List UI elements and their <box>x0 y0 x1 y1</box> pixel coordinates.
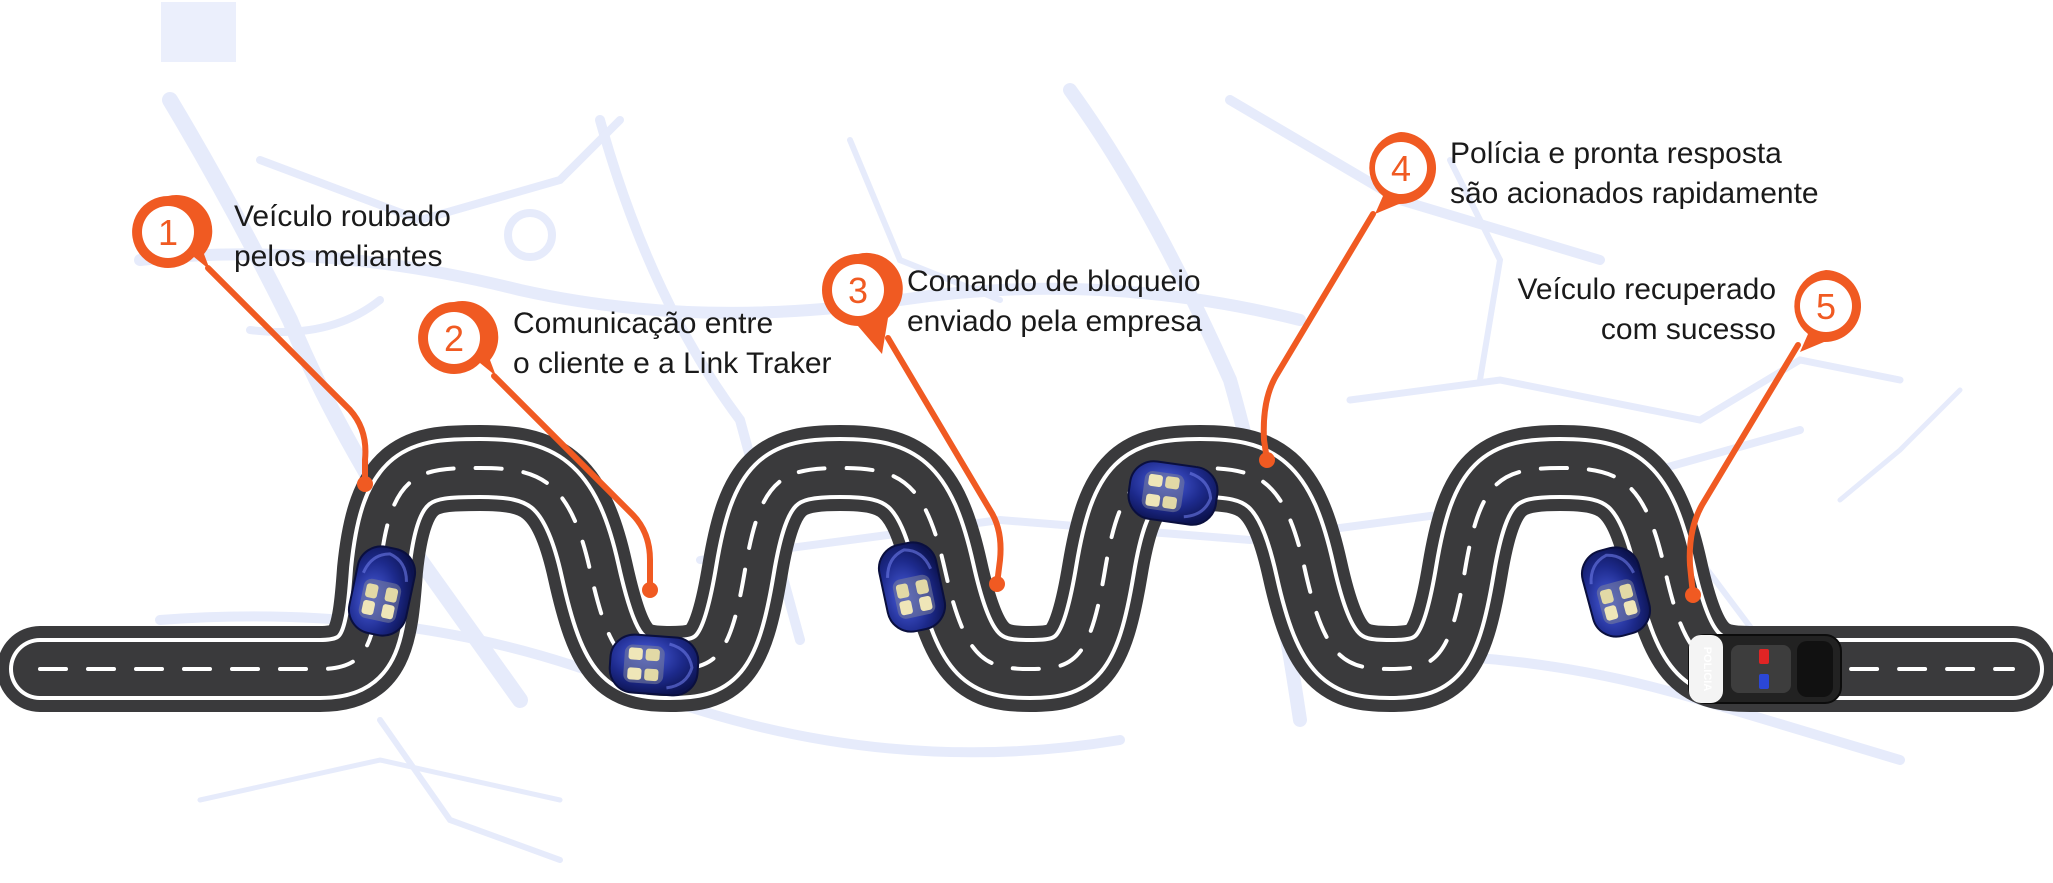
connector-dot-5 <box>1685 587 1701 603</box>
step-label-line-1: Comando de bloqueio <box>907 265 1201 298</box>
step-pin-2: 2 <box>418 301 499 376</box>
connector-dot-1 <box>357 476 373 492</box>
connector-line-2 <box>491 373 653 593</box>
step-label-5: Veículo recuperado com sucesso <box>1517 273 1776 346</box>
step-pin-5: 5 <box>1794 270 1862 352</box>
police-car-label: POLICIA <box>1701 647 1713 692</box>
map-road <box>847 137 1003 303</box>
step-label-1: Veículo roubado pelos meliantes <box>234 200 451 273</box>
step-label-line-2: são acionados rapidamente <box>1450 177 1819 210</box>
step-label-line-1: Veículo recuperado <box>1517 273 1776 306</box>
map-road <box>1346 356 1904 424</box>
step-pin-4: 4 <box>1369 132 1437 214</box>
step-label-line-2: pelos meliantes <box>234 240 442 273</box>
step-label-line-1: Veículo roubado <box>234 200 451 233</box>
map-road <box>197 757 563 803</box>
step-number: 5 <box>1816 286 1836 327</box>
connector-line-5 <box>1686 342 1801 598</box>
step-number: 1 <box>158 212 178 253</box>
winding-road <box>0 425 2053 712</box>
map-road <box>377 717 563 863</box>
connector-line-3 <box>885 335 1004 587</box>
step-label-line-1: Polícia e pronta resposta <box>1450 137 1782 170</box>
step-pin-1: 1 <box>132 195 213 270</box>
step-label-line-2: enviado pela empresa <box>907 305 1203 338</box>
city-map-background <box>134 2 1963 863</box>
connector-dot-4 <box>1259 452 1275 468</box>
step-label-line-1: Comunicação entre <box>513 307 773 340</box>
police-car-icon: POLICIA <box>1688 634 1842 704</box>
map-roundabout <box>504 209 556 261</box>
map-road <box>1837 387 1963 503</box>
map-corner-tile <box>161 2 236 62</box>
map-road <box>134 248 1306 326</box>
map-road <box>1447 157 1504 383</box>
step-label-line-2: com sucesso <box>1601 313 1776 346</box>
car-icon <box>606 631 702 699</box>
connector-dot-3 <box>989 576 1005 592</box>
road-center-dashes <box>38 466 2015 671</box>
step-number: 2 <box>444 318 464 359</box>
connector-line-4 <box>1260 211 1376 463</box>
step-label-3: Comando de bloqueio enviado pela empresa <box>907 265 1203 338</box>
map-road <box>595 115 805 645</box>
connector-line-1 <box>205 265 369 487</box>
step-pin-3: 3 <box>822 252 903 354</box>
step-label-4: Polícia e pronta resposta são acionados … <box>1450 137 1819 210</box>
step-label-line-2: o cliente e a Link Traker <box>513 347 832 380</box>
connector-dot-2 <box>642 582 658 598</box>
step-number: 4 <box>1391 148 1411 189</box>
step-number: 3 <box>848 270 868 311</box>
pin-connectors <box>205 211 1801 603</box>
step-label-2: Comunicação entre o cliente e a Link Tra… <box>513 307 832 380</box>
map-road <box>256 116 624 225</box>
